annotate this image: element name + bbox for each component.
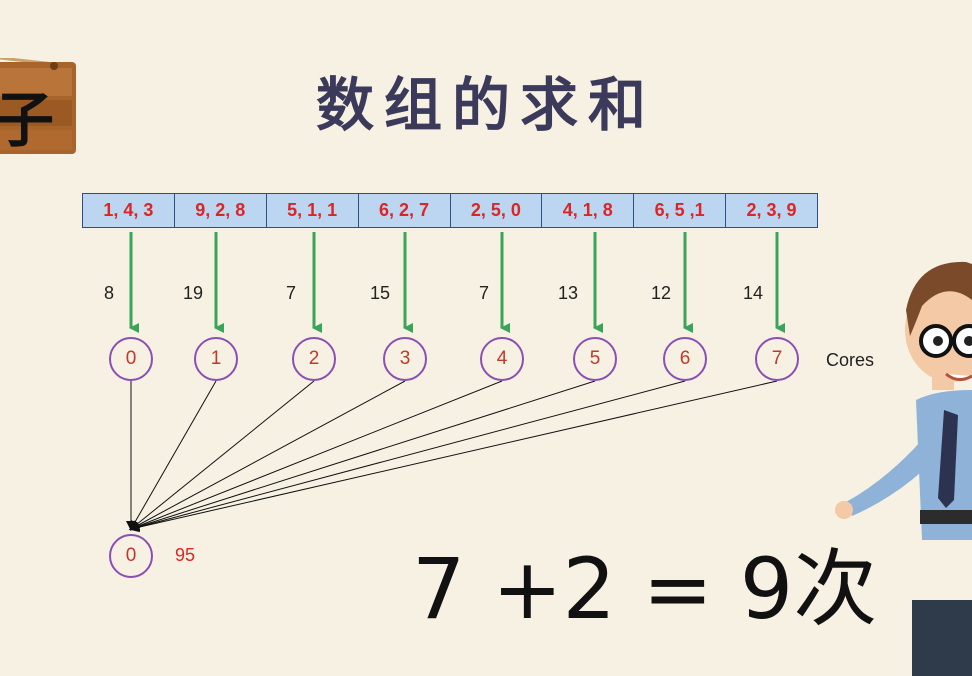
partial-sum: 14 [743,283,764,303]
partial-sum: 15 [370,283,391,303]
partial-sum: 19 [183,283,204,303]
reduce-line [129,380,503,531]
partial-sum: 12 [651,283,672,303]
root-core-label: 0 [125,545,137,566]
formula: 7 +2 = 9次 [412,540,878,638]
reduce-line [130,380,217,531]
sign-character: 子 [0,86,54,156]
core-node: 5 [573,337,617,381]
array-cell: 2, 5, 0 [450,194,543,227]
array-cell: 4, 1, 8 [542,194,635,227]
reduce-line [129,380,406,530]
core-node: 4 [480,337,524,381]
presenter-illustration [835,261,972,676]
core-node: 2 [292,337,336,381]
core-node: 7 [755,337,799,381]
array-cell: 9, 2, 8 [174,194,267,227]
partial-sum: 7 [286,283,297,303]
array-cell: 5, 1, 1 [266,194,359,227]
core-node: 1 [194,337,238,381]
cores-label: Cores [826,350,875,370]
array-cell: 1, 4, 3 [83,194,175,227]
page-title: 数组的求和 [315,71,656,139]
array-cell: 6, 5 ,1 [634,194,727,227]
partial-sum: 8 [104,283,115,303]
array-cell: 6, 2, 7 [358,194,451,227]
array-cell: 2, 3, 9 [726,194,817,227]
partial-sum: 7 [479,283,490,303]
reduce-line [129,380,315,531]
partial-sum: 13 [558,283,579,303]
reduce-line [129,380,596,532]
core-node: 0 [109,337,153,381]
reduce-line [129,380,778,533]
reduce-line [129,380,686,532]
core-node: 3 [383,337,427,381]
root-core: 0 [109,534,153,578]
core-node: 6 [663,337,707,381]
wooden-sign [0,58,76,154]
total-sum: 95 [175,545,196,565]
